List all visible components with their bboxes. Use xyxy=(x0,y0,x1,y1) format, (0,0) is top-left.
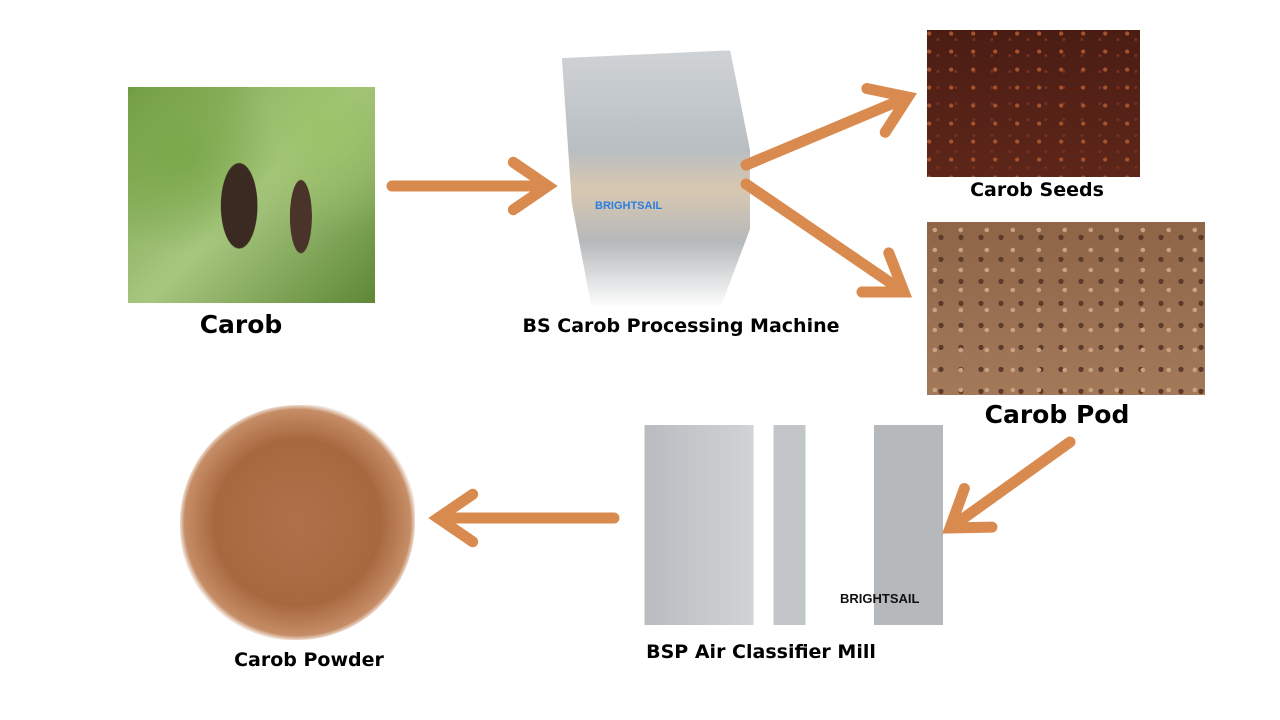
carob-image xyxy=(128,87,375,303)
arrow-mill-to-powder xyxy=(428,488,620,548)
mill-brand: BRIGHTSAIL xyxy=(840,591,920,606)
carob-processing-machine-image xyxy=(561,50,750,308)
powder-label: Carob Powder xyxy=(234,649,384,671)
arrow-pod-to-mill xyxy=(942,436,1076,534)
carob-seeds-image xyxy=(927,30,1140,177)
carob-pod-image xyxy=(927,222,1205,395)
machine-brand: BRIGHTSAIL xyxy=(595,200,663,212)
seeds-label: Carob Seeds xyxy=(970,179,1104,201)
carob-powder-image xyxy=(180,405,415,640)
air-classifier-mill-image xyxy=(572,425,975,625)
machine-label: BS Carob Processing Machine xyxy=(522,315,840,337)
pod-label: Carob Pod xyxy=(984,400,1130,429)
arrow-machine-to-pod xyxy=(740,178,913,298)
mill-label: BSP Air Classifier Mill xyxy=(646,641,876,663)
arrow-carob-to-machine xyxy=(386,156,558,216)
carob-label: Carob xyxy=(199,310,283,339)
arrow-machine-to-seeds xyxy=(740,83,917,171)
